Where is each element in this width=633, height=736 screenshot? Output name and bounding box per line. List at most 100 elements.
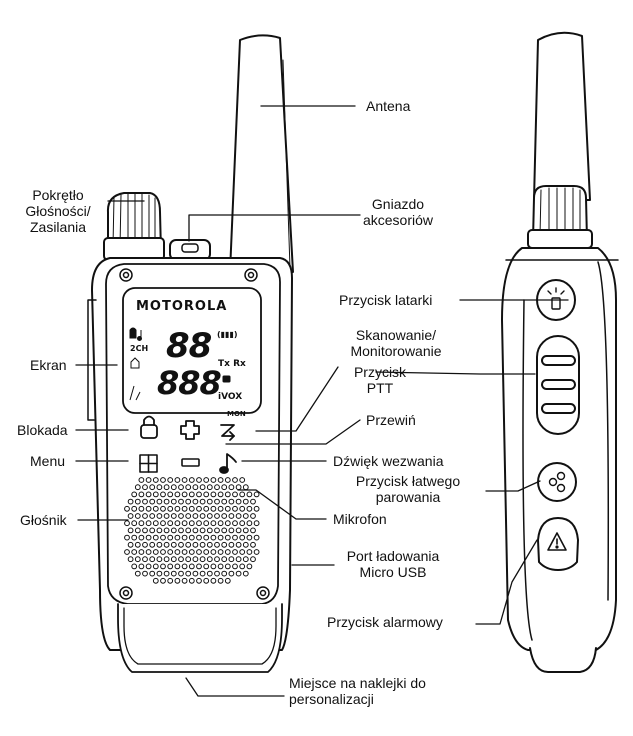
pairing-icon	[548, 471, 566, 493]
speaker-hole	[253, 534, 260, 541]
label-volume-knob: Pokrętło Głośności/ Zasilania	[8, 187, 108, 235]
speaker-hole	[214, 513, 220, 519]
speaker-hole	[149, 527, 156, 534]
speaker-hole	[178, 484, 184, 491]
speaker-hole	[196, 549, 202, 555]
flashlight-icon	[547, 287, 565, 310]
label-menu: Menu	[30, 453, 66, 469]
label-ptt-line2: PTT	[366, 380, 394, 396]
speaker-hole	[167, 477, 174, 483]
label-scan-monitor-line2: Monitorowanie	[350, 343, 442, 359]
speaker-hole	[217, 520, 224, 527]
speaker-hole	[196, 563, 202, 570]
speaker-hole	[160, 549, 166, 555]
speaker-hole	[203, 577, 210, 584]
speaker-hole	[203, 491, 210, 498]
speaker-hole	[152, 549, 159, 555]
speaker-hole	[156, 513, 163, 519]
label-scroll: Przewiń	[366, 412, 416, 428]
lcd-small-icons	[129, 327, 231, 401]
speaker-hole	[224, 549, 231, 555]
speaker-hole	[160, 491, 166, 498]
speaker-hole	[188, 477, 195, 483]
speaker-hole	[228, 570, 235, 577]
speaker-hole	[124, 505, 130, 512]
scroll-arrow-icon	[220, 424, 235, 441]
speaker-hole	[217, 477, 224, 483]
speaker-hole	[138, 534, 145, 541]
speaker-hole	[250, 498, 256, 505]
lcd-mon-tag: MON	[227, 410, 246, 418]
speaker-hole	[167, 505, 174, 512]
speaker-hole	[206, 527, 213, 534]
speaker-hole	[163, 570, 170, 577]
speaker-hole	[210, 491, 217, 498]
speaker-hole	[163, 541, 170, 548]
speaker-hole	[221, 513, 228, 519]
speaker-hole	[127, 527, 134, 534]
speaker-hole	[149, 498, 156, 505]
speaker-hole	[192, 527, 199, 534]
speaker-hole	[199, 570, 206, 577]
front-accessory-jack	[169, 239, 211, 261]
speaker-hole	[242, 498, 249, 505]
speaker-hole	[224, 577, 231, 584]
speaker-hole	[170, 498, 177, 505]
plus-icon	[180, 420, 200, 440]
speaker-hole	[181, 549, 188, 555]
speaker-hole	[188, 491, 195, 498]
speaker-hole	[145, 491, 152, 498]
label-accessory-jack: Gniazdo akcesoriów	[336, 196, 460, 228]
speaker-hole	[196, 577, 202, 584]
speaker-hole	[221, 484, 228, 491]
speaker-hole	[145, 534, 152, 541]
speaker-hole	[156, 498, 163, 505]
speaker-hole	[156, 541, 163, 548]
speaker-hole	[163, 527, 170, 534]
speaker-hole	[192, 556, 199, 563]
speaker-hole	[124, 534, 130, 541]
speaker-hole	[242, 541, 249, 548]
speaker-hole	[221, 570, 228, 577]
speaker-hole	[235, 527, 242, 534]
speaker-hole	[163, 513, 170, 519]
menu-grid-icon	[139, 454, 158, 473]
speaker-hole	[181, 477, 188, 483]
speaker-hole	[181, 563, 188, 570]
speaker-hole	[160, 477, 166, 483]
speaker-hole	[170, 541, 177, 548]
speaker-hole	[221, 527, 228, 534]
label-lock: Blokada	[17, 422, 68, 438]
speaker-hole	[152, 520, 159, 527]
label-accessory-jack-line2: akcesoriów	[362, 212, 434, 228]
speaker-hole	[156, 556, 163, 563]
speaker-hole	[199, 556, 206, 563]
front-belt-clip	[117, 603, 283, 673]
speaker-hole	[178, 527, 184, 534]
speaker-hole	[160, 520, 166, 527]
speaker-hole	[142, 570, 148, 577]
speaker-hole	[239, 563, 246, 570]
speaker-hole	[228, 498, 235, 505]
label-scan-monitor: Skanowanie/ Monitorowanie	[328, 327, 464, 359]
speaker-hole	[124, 549, 130, 555]
speaker-hole	[224, 505, 231, 512]
speaker-hole	[156, 570, 163, 577]
speaker-hole	[210, 505, 217, 512]
speaker-hole	[185, 570, 192, 577]
speaker-hole	[221, 498, 228, 505]
lcd-digits-top: 88	[166, 326, 212, 366]
speaker-hole	[242, 484, 249, 491]
speaker-hole	[203, 549, 210, 555]
speaker-hole	[239, 477, 246, 483]
speaker-hole	[214, 541, 220, 548]
speaker-hole	[246, 563, 253, 570]
speaker-hole	[131, 534, 138, 541]
speaker-hole	[131, 491, 138, 498]
lcd-channel-tag: 2CH	[130, 344, 148, 353]
speaker-hole	[181, 491, 188, 498]
speaker-hole	[221, 556, 228, 563]
speaker-hole	[246, 534, 253, 541]
speaker-hole	[232, 549, 238, 555]
speaker-hole	[160, 534, 166, 541]
